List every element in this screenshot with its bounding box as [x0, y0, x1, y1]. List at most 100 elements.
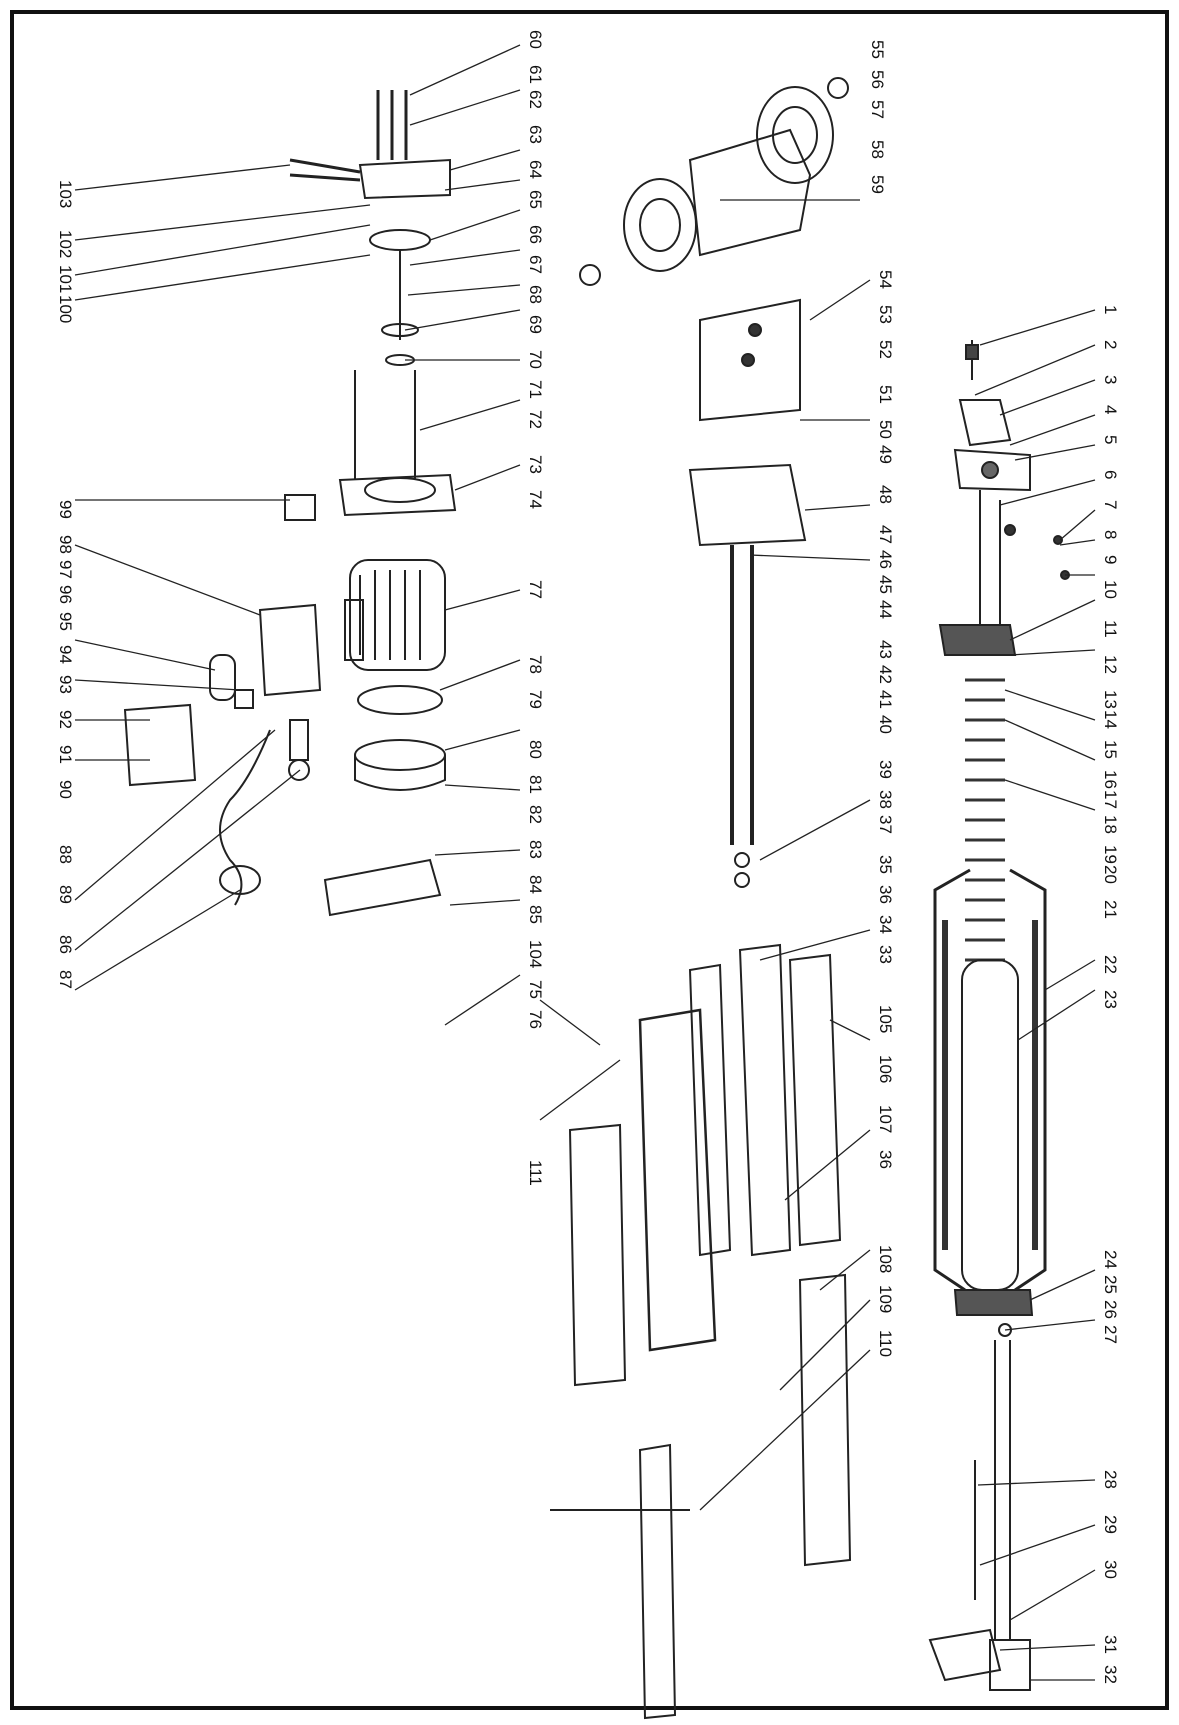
callout-26: 26: [1101, 1300, 1120, 1319]
callout-59: 59: [868, 175, 887, 194]
callout-65: 65: [526, 190, 545, 209]
callout-21: 21: [1101, 900, 1120, 919]
callout-97: 97: [56, 560, 75, 579]
callout-3: 3: [1101, 375, 1120, 384]
callout-109: 109: [876, 1285, 895, 1313]
callout-54: 54: [876, 270, 895, 289]
callout-33: 33: [876, 945, 895, 964]
callout-24: 24: [1101, 1250, 1120, 1269]
leader-lines: [74, 44, 1096, 1681]
callout-12: 12: [1101, 655, 1120, 674]
callout-28: 28: [1101, 1470, 1120, 1489]
callout-32: 32: [1101, 1665, 1120, 1684]
callout-42: 42: [876, 665, 895, 684]
diagram-frame: [10, 10, 1169, 1710]
callout-82: 82: [526, 805, 545, 824]
callout-6: 6: [1101, 470, 1120, 479]
callout-60: 60: [526, 30, 545, 49]
callout-14: 14: [1101, 710, 1120, 729]
callout-41: 41: [876, 690, 895, 709]
callout-58: 58: [868, 140, 887, 159]
callout-95: 95: [56, 612, 75, 631]
callout-36: 36: [876, 885, 895, 904]
callout-72: 72: [526, 410, 545, 429]
callout-91: 91: [56, 745, 75, 764]
callout-17: 17: [1101, 790, 1120, 809]
callout-45: 45: [876, 575, 895, 594]
callout-107: 107: [876, 1105, 895, 1133]
callout-100: 100: [56, 295, 75, 323]
callout-79: 79: [526, 690, 545, 709]
callout-92: 92: [56, 710, 75, 729]
callout-27: 27: [1101, 1325, 1120, 1344]
callout-88: 88: [56, 845, 75, 864]
callout-104: 104: [526, 940, 545, 968]
callout-73: 73: [526, 455, 545, 474]
callout-11: 11: [1101, 620, 1120, 638]
callout-47: 47: [876, 525, 895, 544]
callout-13: 13: [1101, 690, 1120, 709]
frame-assembly: [550, 77, 852, 1720]
callout-90: 90: [56, 780, 75, 799]
callout-35: 35: [876, 855, 895, 874]
callout-20: 20: [1101, 865, 1120, 884]
callout-108: 108: [876, 1245, 895, 1273]
callout-85: 85: [526, 905, 545, 924]
callout-53: 53: [876, 305, 895, 324]
callout-30: 30: [1101, 1560, 1120, 1579]
callout-62: 62: [526, 90, 545, 109]
callout-64: 64: [526, 160, 545, 179]
callout-22: 22: [1101, 955, 1120, 974]
callout-10: 10: [1101, 580, 1120, 599]
callout-36b: 36: [876, 1150, 895, 1169]
callout-46: 46: [876, 550, 895, 569]
callout-51: 51: [876, 385, 895, 404]
callout-66: 66: [526, 225, 545, 244]
callout-63: 63: [526, 125, 545, 144]
callout-86: 86: [56, 935, 75, 954]
callout-111: 111: [526, 1160, 545, 1186]
callout-69: 69: [526, 315, 545, 334]
callout-49: 49: [876, 445, 895, 464]
wheel-lower: [623, 178, 697, 272]
bracket-51: [699, 298, 801, 422]
callout-34: 34: [876, 915, 895, 934]
callout-38: 38: [876, 790, 895, 809]
callout-98: 98: [56, 535, 75, 554]
callout-2: 2: [1101, 340, 1120, 349]
callout-50: 50: [876, 420, 895, 439]
callout-93: 93: [56, 675, 75, 694]
motor-assembly: [123, 90, 457, 917]
callout-40: 40: [876, 715, 895, 734]
callout-110: 110: [876, 1330, 895, 1357]
callout-68: 68: [526, 285, 545, 304]
callout-78: 78: [526, 655, 545, 674]
callout-25: 25: [1101, 1275, 1120, 1294]
callout-101: 101: [56, 265, 75, 293]
callout-102: 102: [56, 230, 75, 258]
callout-61: 61: [526, 65, 545, 84]
callout-8: 8: [1101, 530, 1120, 539]
callout-43: 43: [876, 640, 895, 659]
callout-1: 1: [1101, 305, 1120, 314]
callout-7: 7: [1101, 500, 1120, 509]
callout-55: 55: [868, 40, 887, 59]
callout-70: 70: [526, 350, 545, 369]
callout-37: 37: [876, 815, 895, 834]
callout-15: 15: [1101, 740, 1120, 759]
callout-44: 44: [876, 600, 895, 619]
callout-96: 96: [56, 585, 75, 604]
callout-31: 31: [1101, 1635, 1120, 1654]
callout-67: 67: [526, 255, 545, 274]
callout-89: 89: [56, 885, 75, 904]
callout-81: 81: [526, 775, 545, 794]
callout-83: 83: [526, 840, 545, 859]
callout-94: 94: [56, 645, 75, 664]
callout-106: 106: [876, 1055, 895, 1083]
column-assembly: [928, 340, 1070, 1691]
callout-84: 84: [526, 875, 545, 894]
callout-87: 87: [56, 970, 75, 989]
callout-29: 29: [1101, 1515, 1120, 1534]
